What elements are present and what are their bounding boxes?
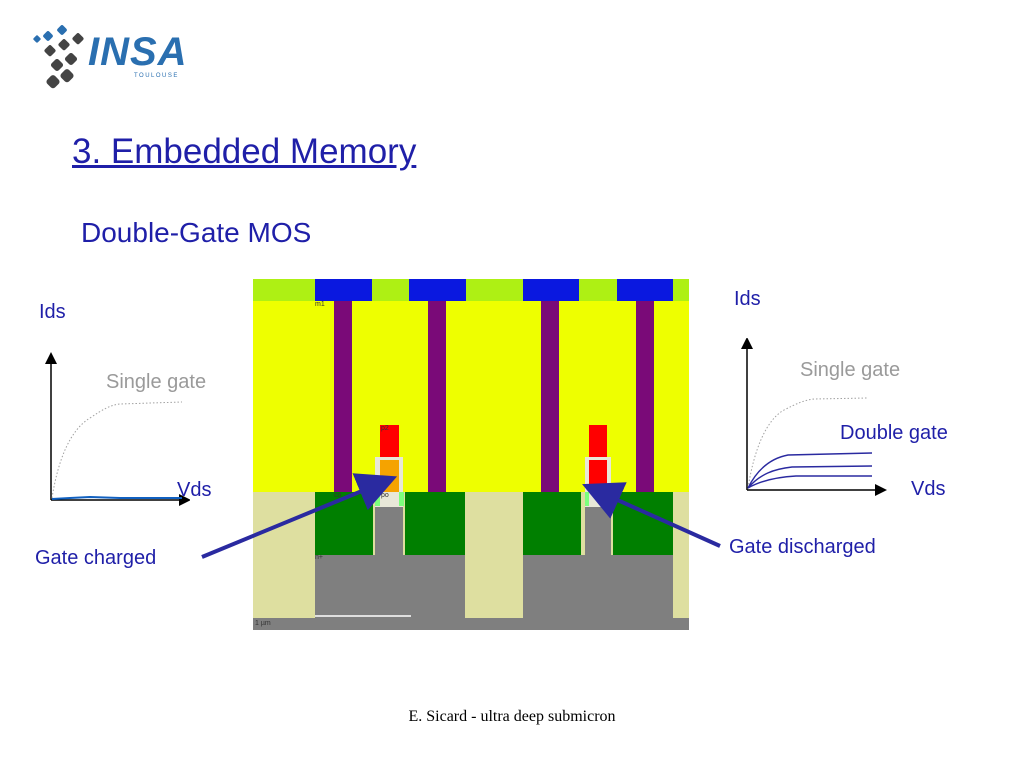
diffusion-region (405, 492, 465, 555)
right-plot-single-gate-label: Single gate (800, 359, 901, 381)
oxide-region (253, 279, 689, 492)
gate-discharged-label: Gate discharged (729, 536, 876, 558)
metal1-pad (315, 279, 372, 301)
slide-title: 3. Embedded Memory (72, 132, 417, 171)
double-gate-cross-section: m1 p2 co po n+ 1 µm (253, 279, 689, 630)
spacer-mark (585, 492, 589, 506)
label-scale: 1 µm (255, 620, 271, 627)
right-plot-double-gate-label: Double gate (840, 422, 948, 444)
right-double-gate-curve-2 (747, 465, 873, 489)
insa-logo (30, 22, 190, 94)
insa-dots-logo-icon (33, 25, 84, 89)
metal1-pad (617, 279, 673, 301)
right-double-gate-curve-3 (747, 475, 872, 489)
right-plot-x-label: Vds (911, 478, 946, 500)
label-n-plus: n+ (315, 554, 323, 561)
contact-via (428, 301, 446, 492)
diffusion-region (315, 492, 373, 555)
contact-via (636, 301, 654, 492)
floating-gate-discharged (589, 460, 607, 492)
metal1-pad (523, 279, 579, 301)
diffusion-region (613, 492, 673, 555)
label-m1: m1 (315, 301, 325, 308)
left-charged-curve (51, 495, 182, 500)
left-iv-plot (45, 352, 190, 506)
floating-gate-charged (380, 460, 399, 492)
channel-region (375, 507, 403, 557)
logo-subtext: TOULOUSE (134, 73, 179, 79)
left-plot-y-label: Ids (39, 301, 66, 323)
right-iv-plot (741, 338, 887, 496)
gate-charged-label: Gate charged (35, 547, 157, 569)
label-po: po (381, 492, 389, 499)
label-p2: p2 (381, 425, 389, 432)
metal1-pad (409, 279, 466, 301)
label-co: co (334, 492, 342, 499)
spacer-mark (607, 492, 611, 506)
slide-subtitle: Double-Gate MOS (81, 217, 312, 248)
left-plot-single-gate-label: Single gate (106, 371, 207, 393)
right-single-gate-curve (747, 397, 869, 489)
right-plot-y-label: Ids (734, 288, 761, 310)
contact-via (334, 301, 352, 492)
spacer-mark (399, 492, 404, 506)
poly2-gate-left (380, 425, 399, 457)
poly2-gate-right (589, 425, 607, 457)
diffusion-region (523, 492, 581, 555)
contact-via (541, 301, 559, 492)
left-single-gate-curve (51, 401, 183, 499)
right-double-gate-curve-1 (747, 452, 873, 489)
spacer-mark (375, 492, 380, 506)
footer-credit: E. Sicard - ultra deep submicron (408, 708, 616, 725)
substrate-bottom (253, 618, 689, 630)
channel-region (585, 507, 611, 557)
logo-text: INSA (88, 30, 188, 74)
substrate-region (523, 555, 673, 618)
substrate-region (315, 555, 465, 618)
